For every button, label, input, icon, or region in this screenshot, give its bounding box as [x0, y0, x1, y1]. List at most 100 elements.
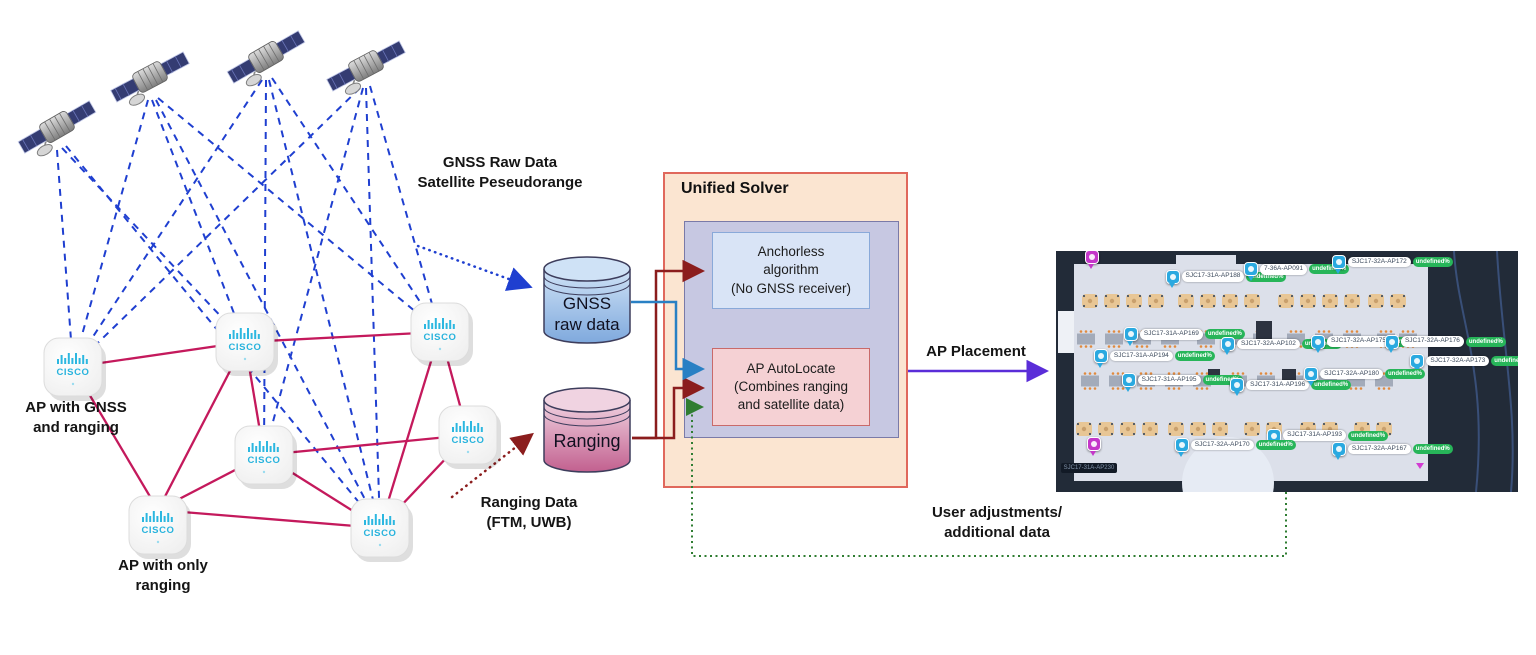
ap-status-badge: undefined%: [1246, 271, 1287, 282]
ap-pin-label: SJC17-31A-AP169: [1139, 329, 1203, 340]
anchorless-algorithm-box: Anchorless algorithm (No GNSS receiver): [712, 232, 870, 309]
satellite-icon: [107, 47, 196, 114]
ap-pin-icon[interactable]: [1244, 262, 1259, 281]
ap-pin-label: SJC17-32A-AP167: [1347, 443, 1411, 455]
ap-pin-icon[interactable]: [1304, 367, 1319, 386]
ap-pin-label: SJC17-32A-AP170: [1190, 439, 1254, 451]
ap-pin-label: SJC17-32A-AP180: [1320, 368, 1384, 380]
ap-status-badge: undefined%: [1465, 336, 1506, 347]
ap-placement-label: AP Placement: [926, 343, 1026, 360]
ap-status-badge: undefined%: [1412, 443, 1453, 454]
ap-pin-label: SJC17-32A-AP102: [1236, 338, 1300, 350]
ap-status-badge: undefined%: [1385, 369, 1426, 380]
magenta-pin-icon[interactable]: [1086, 437, 1101, 456]
ranging-cylinder-label: Ranging: [553, 431, 620, 451]
map-ap-pin[interactable]: [1086, 437, 1101, 456]
ap-gnss-ranging-label-2: and ranging: [33, 419, 119, 436]
gnss-satellite-links: [56, 77, 441, 529]
satellites: [15, 26, 412, 165]
ap-gnss-ranging-label-1: AP with GNSS: [25, 399, 127, 416]
autolocate-line3: and satellite data): [737, 397, 845, 413]
ap-icon: [215, 312, 279, 377]
ap-pin-label: SJC17-31A-AP194: [1109, 350, 1173, 362]
autolocate-line1: AP AutoLocate: [746, 360, 836, 376]
ap-icon: [410, 302, 474, 367]
autolocate-line2: (Combines ranging: [733, 378, 849, 394]
ap-pin-icon[interactable]: [1165, 269, 1180, 288]
ap-pin-icon[interactable]: [1410, 353, 1425, 373]
ap-pin-icon[interactable]: [1123, 327, 1138, 346]
gnss-database-cylinder: GNSS raw data: [543, 256, 631, 344]
user-adjustments-label-1: User adjustments/: [931, 504, 1063, 521]
ap-pin-label: SJC17-32A-AP172: [1347, 256, 1411, 268]
ap-pin-label: SJC17-31A-AP188: [1181, 271, 1245, 282]
ap-only-ranging-label-2: ranging: [135, 577, 191, 594]
gnss-data-dotted-arrow: [416, 244, 533, 291]
magenta-pin-icon[interactable]: [1084, 251, 1099, 269]
ap-status-badge: undefined%: [1309, 264, 1350, 275]
ap-pin-icon[interactable]: [1220, 336, 1235, 356]
ap-pin-label: SJC17-32A-AP173: [1426, 355, 1490, 367]
ap-pin-icon[interactable]: [1331, 441, 1346, 461]
ap-only-ranging-icon: [128, 495, 192, 560]
map-ap-pin[interactable]: SJC17-32A-AP173undefined%: [1410, 353, 1518, 373]
ap-pin-icon[interactable]: [1384, 334, 1399, 354]
ranging-database-cylinder: Ranging: [543, 387, 631, 473]
ranging-data-label-1: Ranging Data: [480, 494, 578, 511]
ap-pin-icon[interactable]: [1121, 373, 1136, 392]
ap-gnss-ranging-icon: [43, 337, 107, 402]
ap-pin-icon[interactable]: [1093, 349, 1108, 368]
ranging-data-dotted-arrow: [450, 432, 534, 499]
anchorless-line1: Anchorless: [757, 244, 825, 260]
ap-autolocate-box: AP AutoLocate (Combines ranging and sate…: [712, 348, 870, 426]
ap-status-badge: undefined%: [1491, 355, 1518, 366]
ap-status-badge: undefined%: [1202, 375, 1243, 386]
anchorless-line3: (No GNSS receiver): [730, 280, 852, 296]
ap-status-badge: undefined%: [1311, 379, 1352, 390]
gnss-raw-data-label-1: GNSS Raw Data: [442, 154, 558, 171]
satellite-icon: [323, 36, 412, 103]
floor-stub: [1058, 311, 1074, 353]
ap-dark-label: SJC17-31A-AP230: [1060, 463, 1118, 474]
ap-pin-label: SJC17-31A-AP193: [1283, 430, 1347, 441]
user-adjustments-label-2: additional data: [944, 524, 1050, 541]
ap-status-badge: undefined%: [1412, 257, 1453, 268]
ap-pin-label: 7-36A-AP091: [1260, 264, 1308, 275]
map-ap-pin[interactable]: [1084, 251, 1099, 269]
ap-pin-icon[interactable]: [1311, 334, 1326, 354]
floor-plan-drawing: [1058, 251, 1514, 492]
gnss-cylinder-label-2: raw data: [554, 315, 620, 334]
ap-pin-icon[interactable]: [1331, 255, 1346, 274]
ap-pin-icon[interactable]: [1230, 377, 1245, 397]
map-road: [1496, 251, 1514, 492]
map-road: [1453, 251, 1480, 492]
ap-status-badge: undefined%: [1174, 351, 1215, 362]
ap-pin-label: SJC17-31A-AP195: [1137, 374, 1201, 386]
anchorless-line2: algorithm: [763, 262, 819, 278]
ap-icon: [350, 498, 414, 563]
ap-pin-icon[interactable]: [1174, 438, 1189, 457]
ap-status-badge: undefined%: [1348, 430, 1389, 441]
ap-status-badge: undefined%: [1204, 329, 1245, 340]
magenta-marker-icon: [1416, 463, 1425, 470]
gnss-cylinder-label-1: GNSS: [563, 294, 611, 313]
ap-only-ranging-label-1: AP with only: [118, 557, 208, 574]
ap-status-badge: undefined%: [1255, 440, 1296, 451]
unified-solver-title: Unified Solver: [681, 180, 789, 197]
ap-icon: [438, 405, 502, 470]
ranging-mesh-links: [72, 330, 470, 530]
gnss-raw-data-label-2: Satellite Peseudorange: [417, 174, 583, 191]
